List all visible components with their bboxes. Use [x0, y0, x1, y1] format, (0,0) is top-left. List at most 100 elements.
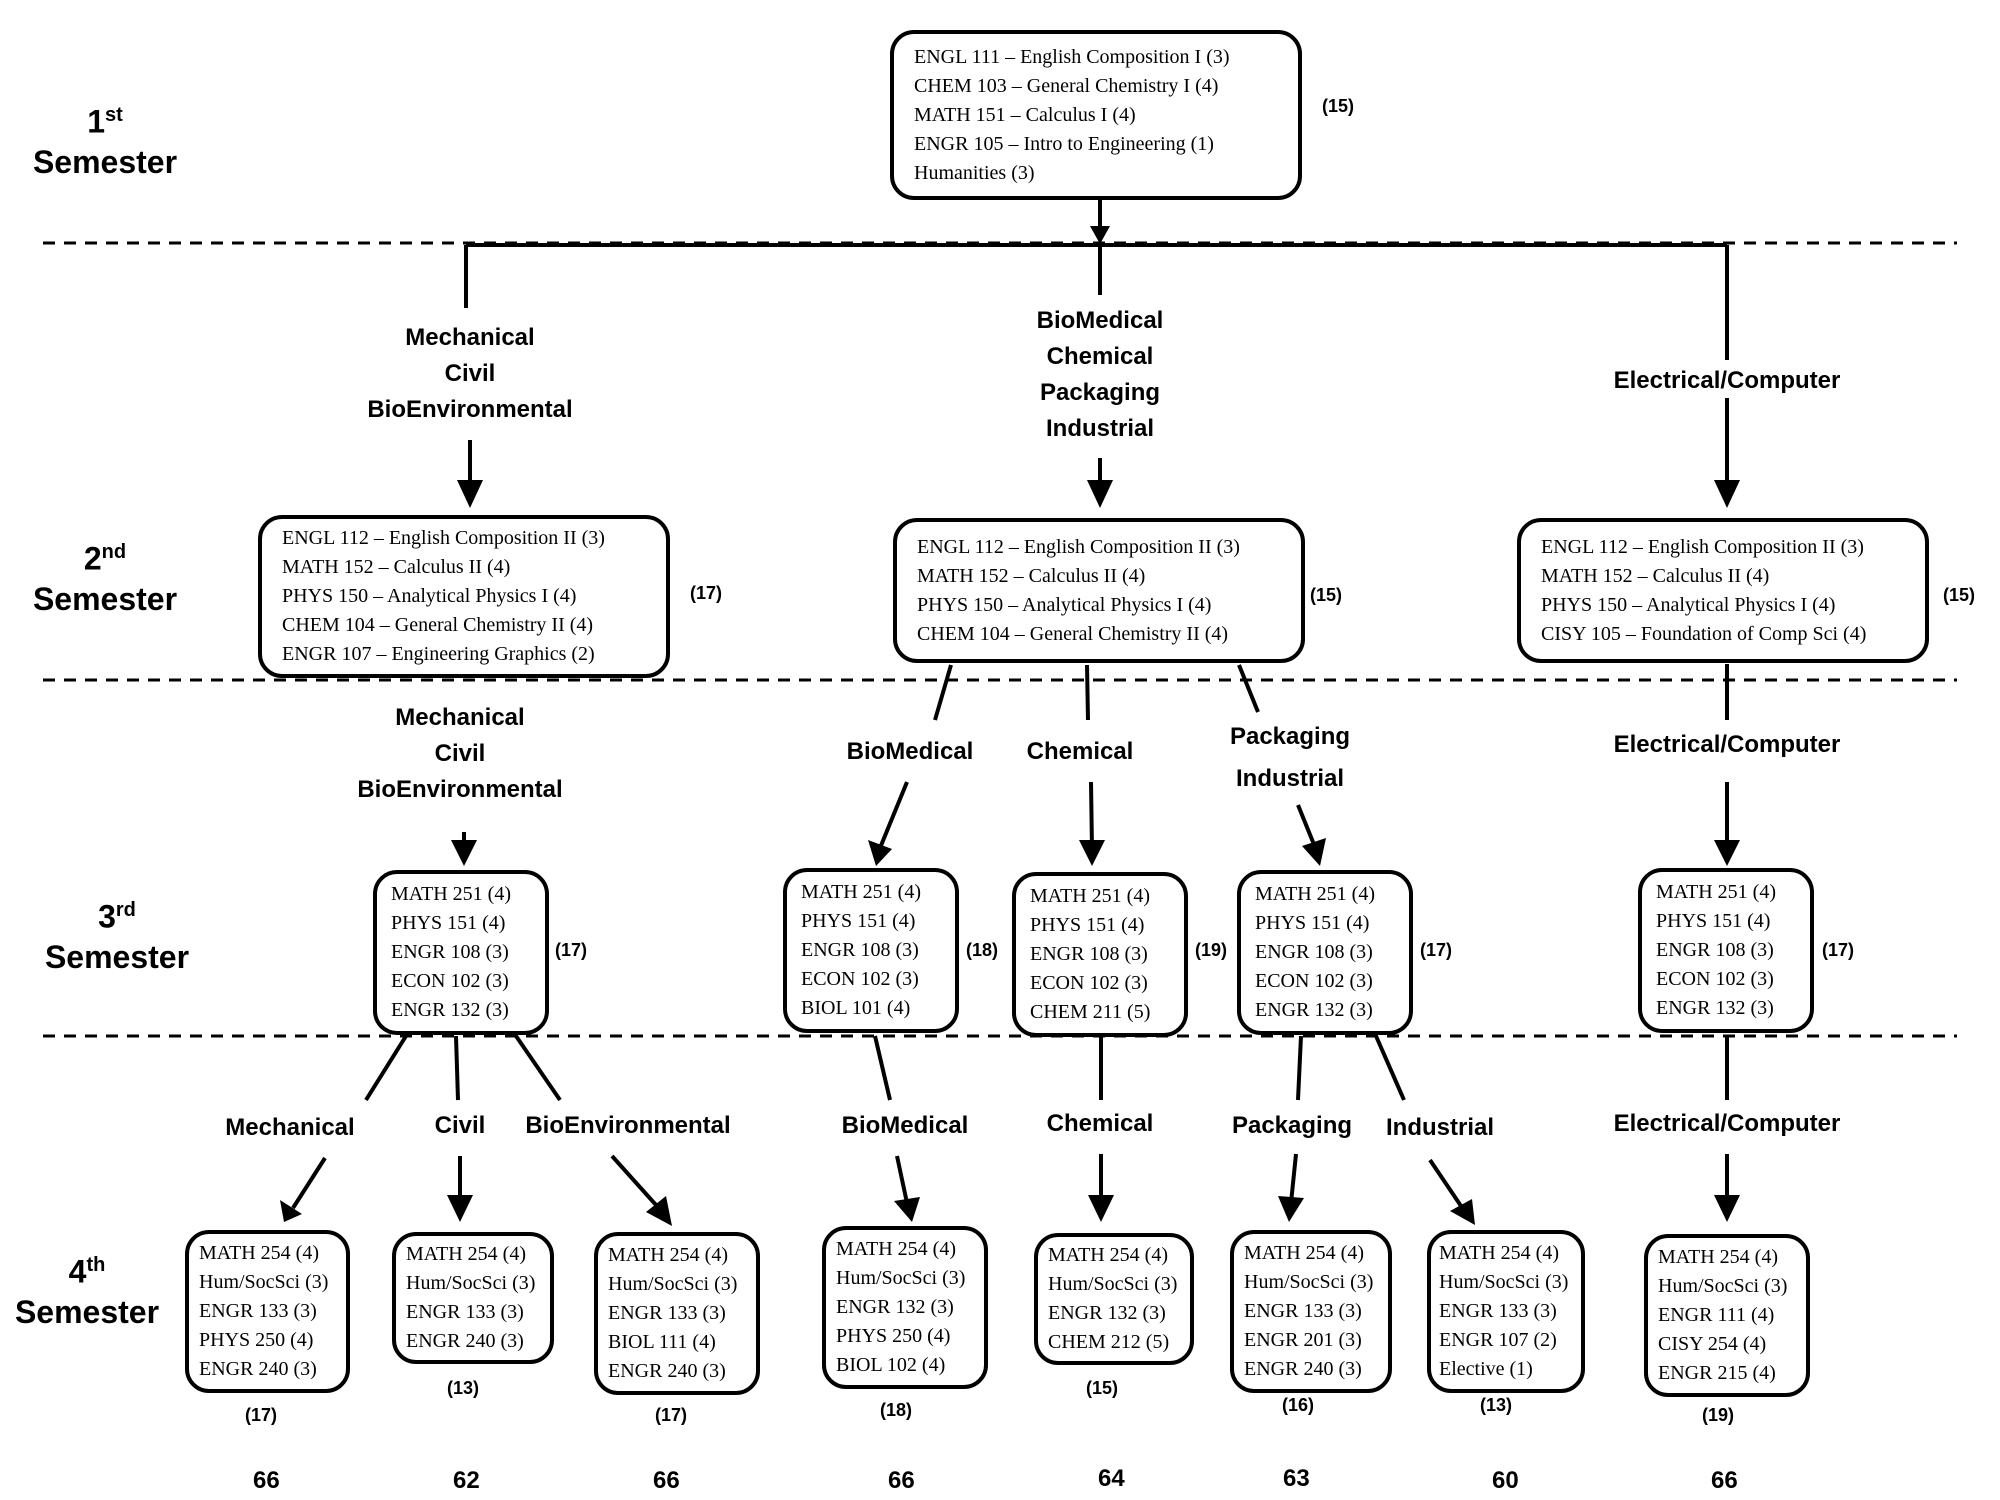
- sem2-box-mech: ENGL 112 – English Composition II (3) MA…: [258, 515, 670, 678]
- course-line: ECON 102 (3): [1656, 968, 1774, 990]
- course-line: ENGR 111 (4): [1658, 1304, 1775, 1326]
- sem4-credits-elec: (19): [1702, 1405, 1735, 1425]
- total-ind: 60: [1492, 1467, 1519, 1494]
- sem4-credits-civil: (13): [447, 1378, 480, 1398]
- total-chem: 64: [1098, 1465, 1125, 1492]
- course-line: ENGR 240 (3): [406, 1330, 524, 1352]
- label-sem4-ind: Industrial: [1360, 1110, 1520, 1146]
- course-line: MATH 254 (4): [1244, 1242, 1364, 1264]
- sem3-credits-pack: (17): [1420, 940, 1453, 960]
- sem3-box-elec: MATH 251 (4) PHYS 151 (4) ENGR 108 (3) E…: [1638, 868, 1814, 1033]
- semester-number: 1: [87, 103, 105, 140]
- course-line: ECON 102 (3): [1255, 970, 1373, 992]
- semester-word: Semester: [32, 580, 178, 617]
- sem4-box-pack: MATH 254 (4) Hum/SocSci (3) ENGR 133 (3)…: [1230, 1230, 1392, 1393]
- sem1-credits: (15): [1322, 96, 1355, 116]
- major-label: Industrial: [1385, 1114, 1494, 1141]
- major-label: Packaging: [1229, 723, 1351, 750]
- course-line: Hum/SocSci (3): [1658, 1275, 1788, 1297]
- course-line: PHYS 150 – Analytical Physics I (4): [917, 593, 1212, 616]
- course-line: Hum/SocSci (3): [608, 1273, 738, 1295]
- course-line: ENGR 133 (3): [1439, 1300, 1557, 1322]
- sem3-box-biomed: MATH 251 (4) PHYS 151 (4) ENGR 108 (3) E…: [783, 868, 959, 1033]
- major-label: Packaging: [1231, 1112, 1353, 1139]
- course-line: Hum/SocSci (3): [406, 1272, 536, 1294]
- sem3-credits-elec: (17): [1822, 940, 1855, 960]
- sem3-box-chem: MATH 251 (4) PHYS 151 (4) ENGR 108 (3) E…: [1012, 872, 1188, 1037]
- semester-ordinal: th: [86, 1254, 106, 1276]
- semester-ordinal: nd: [101, 541, 127, 563]
- course-line: ENGR 201 (3): [1244, 1329, 1362, 1351]
- sem4-box-biomed: MATH 254 (4) Hum/SocSci (3) ENGR 132 (3)…: [822, 1226, 988, 1389]
- course-line: MATH 251 (4): [1656, 881, 1776, 903]
- course-line: MATH 254 (4): [1658, 1246, 1778, 1268]
- course-line: BIOL 101 (4): [801, 997, 911, 1019]
- sem2-credits-mech: (17): [690, 583, 723, 603]
- semester-2-label: 2nd Semester: [30, 532, 180, 619]
- course-line: ENGR 132 (3): [1255, 999, 1373, 1021]
- course-line: MATH 251 (4): [391, 883, 511, 905]
- label-sem3-chem: Chemical: [1000, 734, 1160, 770]
- sem4-credits-bioenv: (17): [655, 1405, 688, 1425]
- course-line: PHYS 151 (4): [1255, 912, 1370, 934]
- semester-word: Semester: [44, 938, 190, 975]
- course-line: ENGR 133 (3): [199, 1300, 317, 1322]
- course-line: PHYS 151 (4): [801, 910, 916, 932]
- total-biomed: 66: [888, 1467, 915, 1494]
- course-line: ENGR 107 – Engineering Graphics (2): [282, 643, 595, 665]
- course-line: ENGR 108 (3): [1030, 943, 1148, 965]
- course-line: Elective (1): [1439, 1358, 1533, 1380]
- course-line: MATH 152 – Calculus II (4): [282, 556, 511, 578]
- major-label: Civil: [434, 1112, 486, 1139]
- total-pack: 63: [1283, 1465, 1310, 1492]
- label-sem4-biomed: BioMedical: [815, 1108, 995, 1144]
- sem4-credits-pack: (16): [1282, 1395, 1315, 1415]
- course-line: MATH 251 (4): [801, 881, 921, 903]
- semester-word: Semester: [32, 143, 178, 180]
- course-line: ENGR 132 (3): [1656, 997, 1774, 1019]
- course-line: MATH 251 (4): [1255, 883, 1375, 905]
- sem2-credits-biomed: (15): [1310, 585, 1343, 605]
- sem4-credits-ind: (13): [1480, 1395, 1513, 1415]
- course-line: ENGR 108 (3): [1255, 941, 1373, 963]
- sem1-course-box: ENGL 111 – English Composition I (3) CHE…: [890, 30, 1302, 200]
- sem4-box-ind: MATH 254 (4) Hum/SocSci (3) ENGR 133 (3)…: [1427, 1230, 1585, 1393]
- sem4-credits-chem: (15): [1086, 1378, 1119, 1398]
- major-label: BioMedical: [846, 738, 974, 765]
- major-label: Mechanical: [225, 1114, 355, 1141]
- course-line: CHEM 212 (5): [1048, 1331, 1170, 1353]
- course-line: Hum/SocSci (3): [836, 1267, 966, 1289]
- semester-1-label: 1st Semester: [30, 95, 180, 182]
- sem4-box-elec: MATH 254 (4) Hum/SocSci (3) ENGR 111 (4)…: [1644, 1234, 1810, 1397]
- semester-4-label: 4th Semester: [12, 1245, 162, 1332]
- course-line: MATH 254 (4): [836, 1238, 956, 1260]
- major-label: BioEnvironmental: [357, 776, 563, 803]
- course-line: CHEM 103 – General Chemistry I (4): [914, 74, 1219, 97]
- semester-3-label: 3rd Semester: [42, 890, 192, 977]
- sem2-box-biomed: ENGL 112 – English Composition II (3) MA…: [893, 518, 1305, 663]
- course-line: ENGR 240 (3): [199, 1358, 317, 1380]
- major-label: BioMedical: [841, 1112, 969, 1139]
- course-line: MATH 254 (4): [608, 1244, 728, 1266]
- semester-number: 2: [83, 540, 102, 577]
- course-line: ENGR 108 (3): [801, 939, 919, 961]
- course-line: ENGL 112 – English Composition II (3): [917, 535, 1240, 558]
- major-label: Electrical/Computer: [1613, 731, 1841, 758]
- course-line: PHYS 151 (4): [1030, 914, 1145, 936]
- major-label: BioEnvironmental: [525, 1112, 731, 1139]
- arrow-sem1-head: [1090, 226, 1110, 244]
- course-line: PHYS 151 (4): [1656, 910, 1771, 932]
- total-elec: 66: [1711, 1467, 1738, 1494]
- label-sem3-biomed: BioMedical: [820, 734, 1000, 770]
- major-label: Chemical: [1046, 1110, 1154, 1137]
- course-line: PHYS 250 (4): [836, 1325, 951, 1347]
- course-line: ENGR 133 (3): [1244, 1300, 1362, 1322]
- label-sem2-right: Electrical/Computer: [1567, 363, 1887, 399]
- major-label: Packaging: [1039, 379, 1161, 406]
- sem4-credits-mech: (17): [245, 1405, 278, 1425]
- course-line: Hum/SocSci (3): [1048, 1273, 1178, 1295]
- total-civil: 62: [453, 1467, 480, 1494]
- course-line: PHYS 150 – Analytical Physics I (4): [282, 585, 577, 607]
- course-line: ENGR 132 (3): [836, 1296, 954, 1318]
